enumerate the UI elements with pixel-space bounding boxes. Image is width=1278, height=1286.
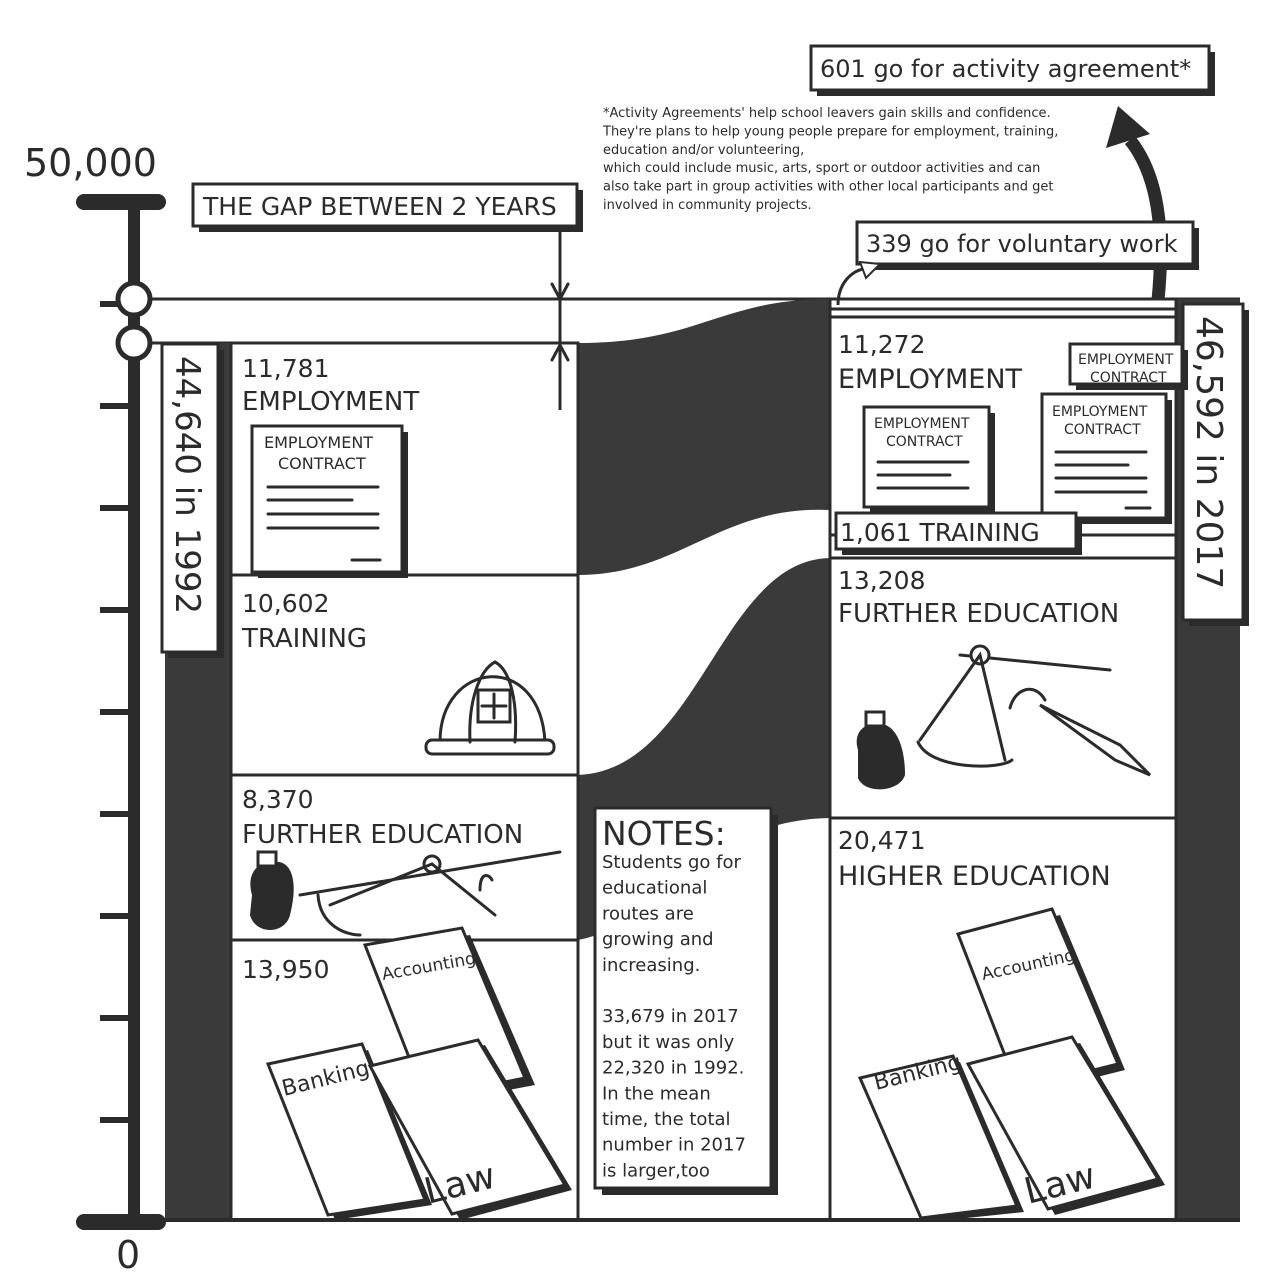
total-2017-label: 46,592 in 2017 <box>1188 316 1229 589</box>
svg-text:CONTRACT: CONTRACT <box>1064 422 1141 438</box>
total-1992-marker <box>115 324 153 362</box>
notes-body: Students go for educational routes are grow… <box>602 852 746 1181</box>
label-2017-training: 1,061 TRAINING <box>840 518 1040 547</box>
footnote: *Activity Agreements' help school leaver… <box>602 106 1058 213</box>
svg-text:EMPLOYMENT: EMPLOYMENT <box>874 416 970 432</box>
labels-2017: 11,272 EMPLOYMENT 13,208 FURTHER EDUCATI… <box>838 330 1119 892</box>
activity-annotation: 601 go for activity agreement* <box>809 44 1215 301</box>
flow-employment <box>578 299 830 575</box>
gap-arrow-up <box>550 341 570 362</box>
svg-text:CONTRACT: CONTRACT <box>1090 370 1167 386</box>
footnote-line: which could include music, arts, sport o… <box>603 161 1040 176</box>
notes-line: number in 2017 <box>602 1135 746 1156</box>
label-2017-fe-name: FURTHER EDUCATION <box>838 599 1119 629</box>
svg-text:CONTRACT: CONTRACT <box>886 434 963 450</box>
scales-icon <box>856 644 1152 790</box>
scales-icon <box>250 850 562 937</box>
training-2017-box: 1,061 TRAINING <box>834 511 1082 555</box>
total-2017-marker <box>115 280 153 318</box>
svg-text:EMPLOYMENT: EMPLOYMENT <box>264 433 373 452</box>
label-2017-employment-value: 11,272 <box>838 330 925 359</box>
notes-line: is larger,too <box>602 1160 710 1181</box>
notes-title: NOTES: <box>602 814 726 853</box>
axis-max-label: 50,000 <box>24 141 157 185</box>
label-2017-employment-name: EMPLOYMENT <box>838 364 1023 395</box>
notes-line: 33,679 in 2017 <box>602 1006 739 1027</box>
svg-text:EMPLOYMENT: EMPLOYMENT <box>1052 404 1148 420</box>
voluntary-annotation: 339 go for voluntary work <box>836 220 1199 306</box>
bar-1992 <box>165 341 580 1222</box>
notes-line: but it was only <box>602 1032 735 1053</box>
activity-arrow-head <box>1106 106 1150 148</box>
label-1992-he-value: 13,950 <box>242 955 329 984</box>
voluntary-label: 339 go for voluntary work <box>866 230 1178 258</box>
books-icon: Accounting Banking Law <box>265 926 572 1220</box>
labels-1992: 11,781 EMPLOYMENT 10,602 TRAINING 8,370 … <box>241 354 523 984</box>
label-1992-employment-name: EMPLOYMENT <box>242 387 419 417</box>
notes-line: 22,320 in 1992. <box>602 1058 744 1079</box>
svg-text:EMPLOYMENT: EMPLOYMENT <box>1078 352 1174 368</box>
axis-ticks <box>100 301 134 1123</box>
total-2017-box: 46,592 in 2017 <box>1181 302 1249 626</box>
label-1992-employment-value: 11,781 <box>242 354 329 383</box>
notes-line: In the mean <box>602 1083 711 1104</box>
footnote-line: also take part in group activities with … <box>603 180 1053 195</box>
notes-line: educational <box>602 878 707 899</box>
label-1992-fe-name: FURTHER EDUCATION <box>242 820 523 850</box>
axis-min-label: 0 <box>116 1233 140 1277</box>
footnote-line: involved in community projects. <box>603 198 812 213</box>
svg-text:CONTRACT: CONTRACT <box>278 454 366 473</box>
activity-arrow-shaft <box>1124 135 1168 301</box>
gap-arrow-down <box>550 282 570 303</box>
hard-hat-icon <box>424 660 556 756</box>
activity-label: 601 go for activity agreement* <box>820 55 1191 83</box>
footnote-line: education and/or volunteering, <box>603 143 804 158</box>
gap-annotation: THE GAP BETWEEN 2 YEARS <box>191 182 583 410</box>
footnote-line: They're plans to help young people prepa… <box>602 124 1058 139</box>
y-axis: 50,000 0 <box>24 141 166 1277</box>
notes-line: growing and <box>602 929 714 950</box>
footnote-line: *Activity Agreements' help school leaver… <box>603 106 1051 121</box>
voluntary-arrow-head <box>858 260 883 280</box>
contract-icon: EMPLOYMENT CONTRACT <box>862 405 995 513</box>
books-icon: Accounting Banking Law <box>857 907 1165 1222</box>
notes-box: NOTES: Students go for educational routes … <box>593 806 778 1195</box>
label-2017-fe-value: 13,208 <box>838 566 925 595</box>
contract-icon: EMPLOYMENT CONTRACT <box>1040 392 1172 524</box>
notes-line: Students go for <box>602 852 741 873</box>
label-1992-training-value: 10,602 <box>242 589 329 618</box>
gap-label: THE GAP BETWEEN 2 YEARS <box>202 192 557 221</box>
total-1992-box: 44,640 in 1992 <box>160 342 224 658</box>
label-2017-he-value: 20,471 <box>838 826 925 855</box>
label-2017-he-name: HIGHER EDUCATION <box>838 861 1111 892</box>
notes-line: time, the total <box>602 1109 731 1130</box>
total-1992-label: 44,640 in 1992 <box>167 356 207 614</box>
label-1992-fe-value: 8,370 <box>242 785 314 814</box>
contract-icon: EMPLOYMENT CONTRACT <box>1068 342 1188 390</box>
label-1992-training-name: TRAINING <box>241 624 367 654</box>
notes-line: routes are <box>602 903 694 924</box>
contract-icon: EMPLOYMENT CONTRACT <box>250 424 408 578</box>
notes-line: increasing. <box>602 955 700 976</box>
